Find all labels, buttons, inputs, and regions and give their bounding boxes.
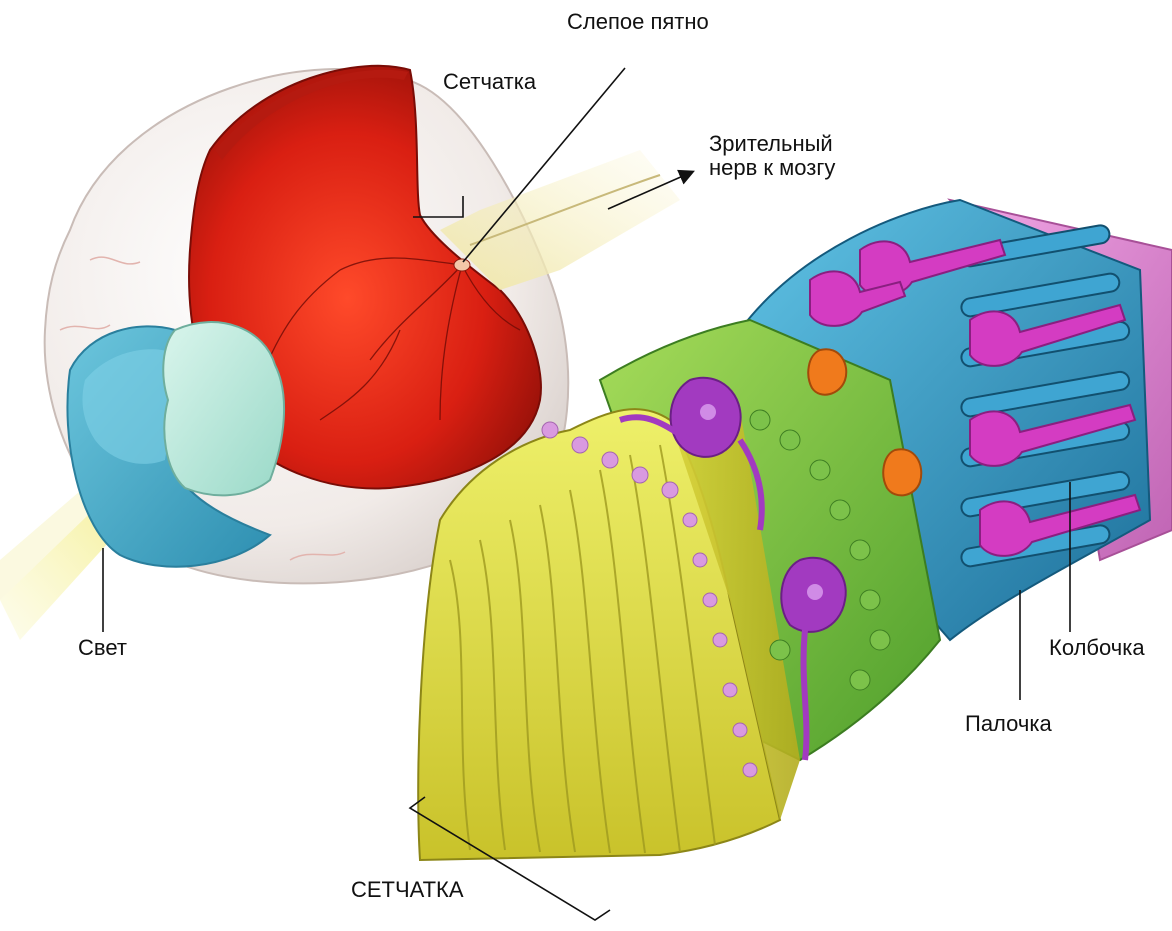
label-optic-nerve: Зрительный нерв к мозгу <box>709 132 835 180</box>
label-retina-bottom: СЕТЧАТКА <box>351 878 464 902</box>
label-rod: Палочка <box>965 712 1052 736</box>
label-retina-top: Сетчатка <box>443 70 536 94</box>
label-blind-spot: Слепое пятно <box>567 10 709 34</box>
label-light: Свет <box>78 636 127 660</box>
label-cone: Колбочка <box>1049 636 1145 660</box>
lens <box>163 322 284 495</box>
